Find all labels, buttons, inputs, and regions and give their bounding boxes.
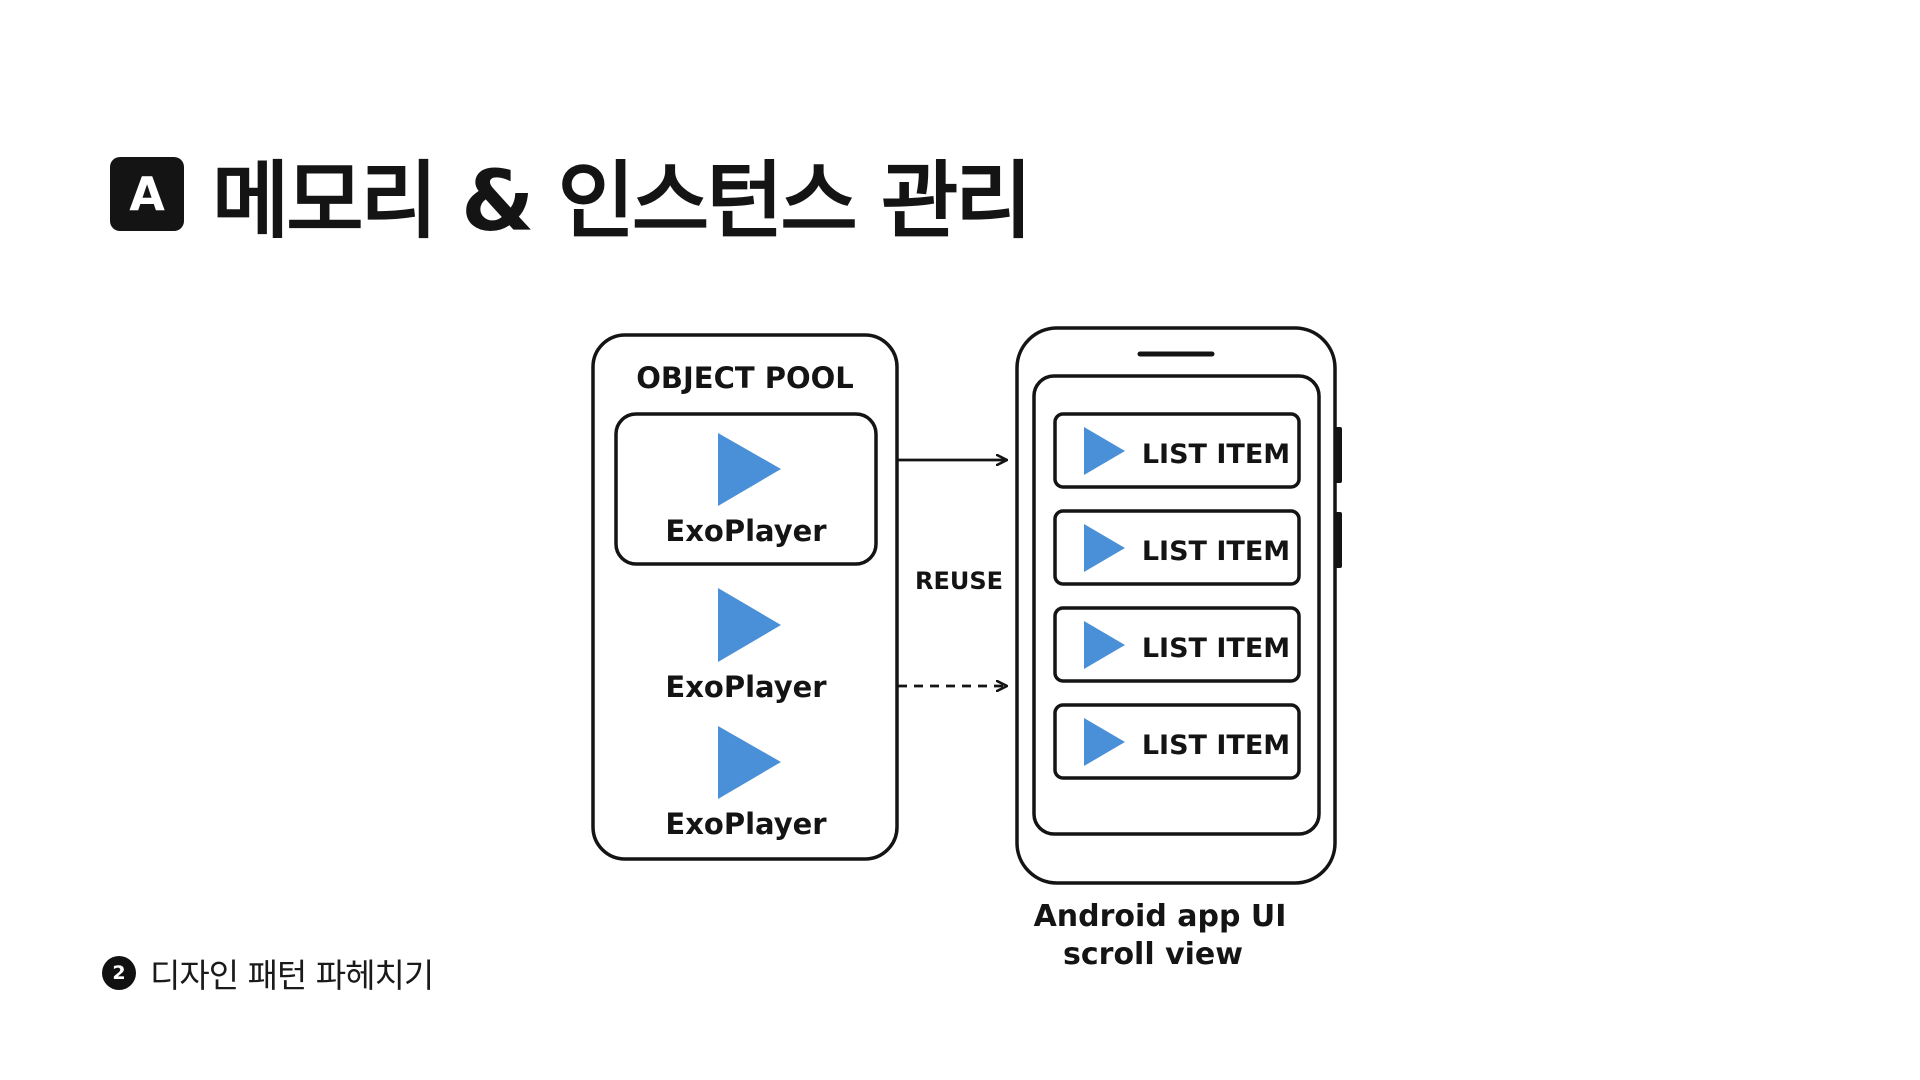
slide-title: 메모리 & 인스턴스 관리 <box>212 151 1033 250</box>
play-icon <box>1084 621 1125 669</box>
play-icon <box>718 726 781 799</box>
phone-side-button <box>1335 512 1342 568</box>
list-item: LIST ITEM <box>1053 412 1301 489</box>
section-badge: A <box>110 157 184 231</box>
reuse-label: REUSE <box>915 567 1003 595</box>
play-icon <box>718 433 781 506</box>
play-icon <box>718 588 781 662</box>
slide-footer: 2 디자인 패턴 파헤치기 <box>102 951 434 995</box>
list-item-label: LIST ITEM <box>1142 633 1290 664</box>
play-icon <box>1084 427 1125 475</box>
pool-item: ExoPlayer <box>665 726 827 841</box>
pool-item-label: ExoPlayer <box>665 514 827 548</box>
list-item: LIST ITEM <box>1053 509 1301 586</box>
list-item-label: LIST ITEM <box>1142 536 1290 567</box>
pool-item-label: ExoPlayer <box>665 807 827 841</box>
pool-item: ExoPlayer <box>665 588 827 704</box>
object-pool-title: OBJECT POOL <box>636 361 854 395</box>
phone-caption-line2: scroll view <box>1063 937 1243 972</box>
phone-side-button <box>1335 427 1342 483</box>
play-icon <box>1084 718 1125 766</box>
phone-caption-line1: Android app UI <box>1034 899 1287 934</box>
slide-header: A 메모리 & 인스턴스 관리 <box>110 146 1033 250</box>
list-item-label: LIST ITEM <box>1142 730 1290 761</box>
play-icon <box>1084 524 1125 572</box>
phone-frame <box>1015 326 1342 885</box>
footer-text: 디자인 패턴 파헤치기 <box>150 956 434 995</box>
pool-item: ExoPlayer <box>614 412 878 566</box>
list-item: LIST ITEM <box>1053 703 1301 780</box>
list-item-label: LIST ITEM <box>1142 439 1290 470</box>
list-item: LIST ITEM <box>1053 606 1301 683</box>
chapter-number-badge: 2 <box>102 956 136 990</box>
pool-item-label: ExoPlayer <box>665 670 827 704</box>
